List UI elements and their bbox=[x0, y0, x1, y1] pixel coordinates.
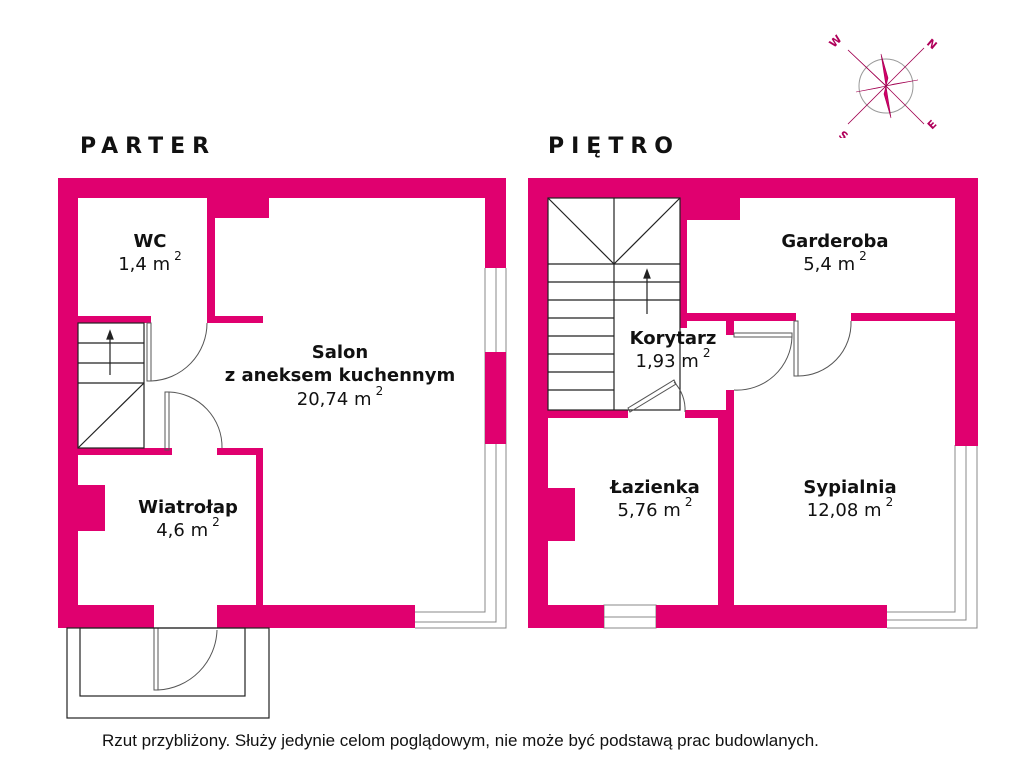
compass-rose-icon: N E S W bbox=[827, 33, 940, 138]
porch bbox=[66, 627, 270, 719]
parter-plan bbox=[58, 178, 507, 719]
window-frames bbox=[603, 445, 978, 629]
stairs bbox=[77, 322, 145, 449]
parter-walls bbox=[58, 178, 506, 628]
room-name: Garderoba bbox=[781, 231, 889, 252]
window-frames bbox=[415, 268, 507, 629]
room-name-line2: z aneksem kuchennym bbox=[224, 365, 456, 387]
room-name: Salon bbox=[311, 342, 369, 363]
doors bbox=[627, 320, 852, 413]
floor-title-pietro: PIĘTRO bbox=[548, 134, 680, 159]
compass-s-label: S bbox=[836, 128, 850, 138]
pietro-walls bbox=[528, 178, 978, 628]
disclaimer-text: Rzut przybliżony. Służy jedynie celom po… bbox=[102, 731, 819, 750]
room-name: Korytarz bbox=[629, 328, 717, 349]
room-name: Wiatrołap bbox=[138, 497, 238, 518]
doors bbox=[146, 322, 223, 691]
floor-title-parter: PARTER bbox=[80, 134, 217, 159]
room-name: Sypialnia bbox=[803, 477, 897, 498]
room-name: Łazienka bbox=[610, 477, 700, 498]
pietro-plan bbox=[528, 178, 978, 629]
stairs bbox=[547, 197, 681, 411]
room-name: WC bbox=[133, 231, 167, 252]
